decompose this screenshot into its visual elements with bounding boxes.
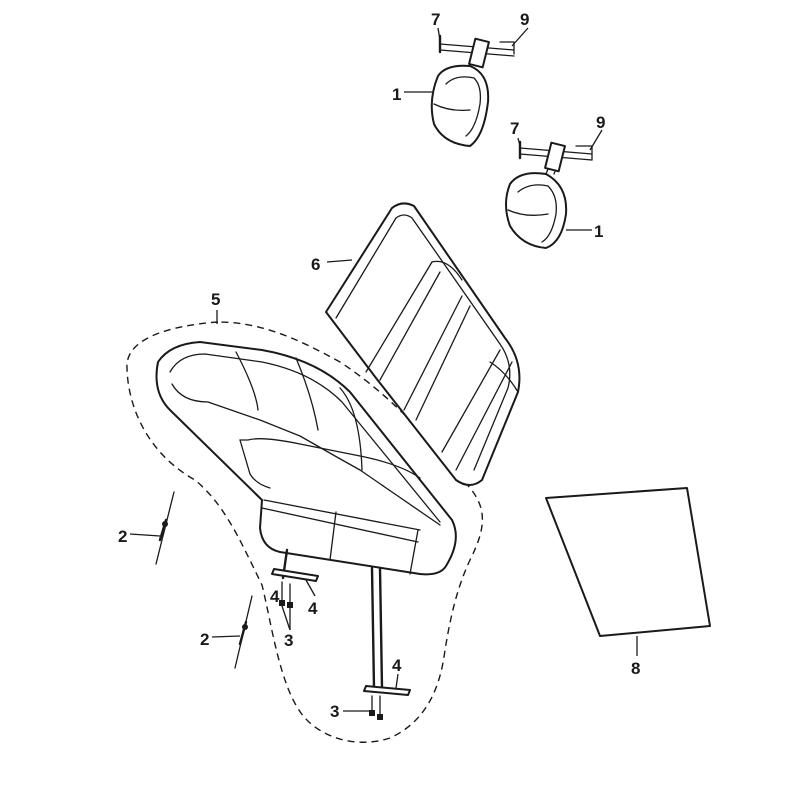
screw-upper xyxy=(155,491,175,565)
screw-lower xyxy=(234,595,253,669)
callout-guide-right: 7 xyxy=(510,119,519,138)
callout-panel: 8 xyxy=(631,659,640,678)
callout-washer-bottom: 4 xyxy=(392,656,402,675)
washer-left xyxy=(271,568,319,582)
callout-washer-left-b: 4 xyxy=(308,599,318,618)
washer-bottom xyxy=(363,685,411,696)
callout-bracket-right: 9 xyxy=(596,113,605,132)
callout-guide-left: 7 xyxy=(431,10,440,29)
callout-washer-left-a: 4 xyxy=(270,587,280,606)
callout-bracket-left: 9 xyxy=(520,10,529,29)
bracket-right xyxy=(518,140,593,173)
panel xyxy=(545,487,711,637)
leader-lines xyxy=(129,27,638,712)
seat-cushion xyxy=(155,341,457,576)
bracket-left xyxy=(438,34,515,69)
seat-assembly-outline xyxy=(126,321,484,743)
headrest-left xyxy=(430,41,490,147)
backrest xyxy=(325,202,521,486)
seat-supports xyxy=(281,548,384,690)
callout-backrest: 6 xyxy=(311,255,320,274)
callout-bolt-bottom: 3 xyxy=(330,702,339,721)
callout-seat-assembly: 5 xyxy=(211,290,220,309)
callout-headrest-right: 1 xyxy=(594,222,603,241)
callout-screw-upper: 2 xyxy=(118,527,127,546)
callout-bolt-left: 3 xyxy=(284,631,293,650)
callout-headrest-left: 1 xyxy=(392,85,401,104)
callout-screw-lower: 2 xyxy=(200,630,209,649)
bolts-left xyxy=(279,581,293,608)
bolts-bottom xyxy=(369,695,383,720)
callout-labels: 1 1 2 2 3 3 4 4 4 5 6 7 7 9 9 8 xyxy=(118,10,640,721)
